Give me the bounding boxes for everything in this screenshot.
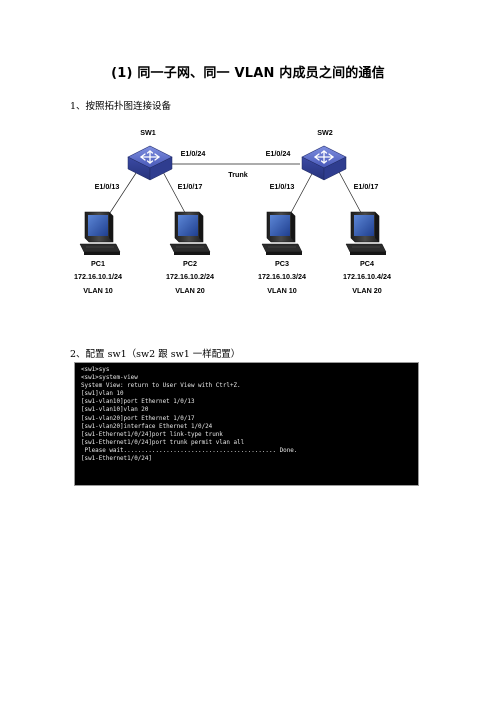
terminal-line: [sw1-Ethernet1/0/24]port trunk permit vl… (81, 439, 245, 446)
pc1-vlan: VLAN 10 (83, 286, 113, 295)
terminal-line: [sw1-vlan20]port Ethernet 1/0/17 (81, 415, 195, 422)
pc4-icon (345, 211, 387, 256)
sw2-uplink-port: E1/0/24 (266, 149, 291, 158)
section-title: (1) 同一子网、同一 VLAN 内成员之间的通信 (111, 66, 385, 81)
pc2-icon (169, 211, 211, 256)
terminal-window: <sw1>sys <sw1>system-view System View: r… (74, 362, 419, 486)
pc1-name: PC1 (91, 259, 105, 268)
terminal-line: Please wait.............................… (81, 447, 298, 454)
switch-sw2-icon (301, 145, 347, 181)
sw2-name: SW2 (317, 128, 333, 137)
terminal-line: [sw1-vlan10]vlan 20 (81, 407, 149, 414)
terminal-line: [sw1-vlan20]interface Ethernet 1/0/24 (81, 423, 213, 430)
step-1-text: 1、按照拓扑图连接设备 (70, 101, 172, 112)
sw1-uplink-port: E1/0/24 (181, 149, 206, 158)
pc3-ip: 172.16.10.3/24 (258, 272, 306, 281)
pc4-vlan: VLAN 20 (352, 286, 382, 295)
pc2-ip: 172.16.10.2/24 (166, 272, 214, 281)
pc3-vlan: VLAN 10 (267, 286, 297, 295)
terminal-line: <sw1>system-view (81, 375, 138, 382)
pc2-name: PC2 (183, 259, 197, 268)
terminal-line: System View: return to User View with Ct… (81, 383, 241, 390)
pc4-name: PC4 (360, 259, 374, 268)
pc1-ip: 172.16.10.1/24 (74, 272, 122, 281)
terminal-line: [sw1-Ethernet1/0/24] (81, 456, 152, 463)
sw1-port-right: E1/0/17 (178, 182, 203, 191)
terminal-line: [sw1-vlan10]port Ethernet 1/0/13 (81, 399, 195, 406)
pc4-ip: 172.16.10.4/24 (343, 272, 391, 281)
terminal-line: <sw1>sys (81, 367, 110, 373)
sw1-port-left: E1/0/13 (95, 182, 120, 191)
pc3-icon (261, 211, 303, 256)
sw1-name: SW1 (140, 128, 156, 137)
sw2-port-left: E1/0/13 (270, 182, 295, 191)
pc1-icon (79, 211, 121, 256)
sw2-port-right: E1/0/17 (354, 182, 379, 191)
terminal-line: [sw1-Ethernet1/0/24]port link-type trunk (81, 431, 223, 438)
pc2-vlan: VLAN 20 (175, 286, 205, 295)
step-2-text: 2、配置 sw1（sw2 跟 sw1 一样配置） (70, 349, 241, 360)
terminal-line: [sw1]vlan 10 (81, 391, 124, 398)
trunk-label: Trunk (228, 170, 248, 179)
pc3-name: PC3 (275, 259, 289, 268)
